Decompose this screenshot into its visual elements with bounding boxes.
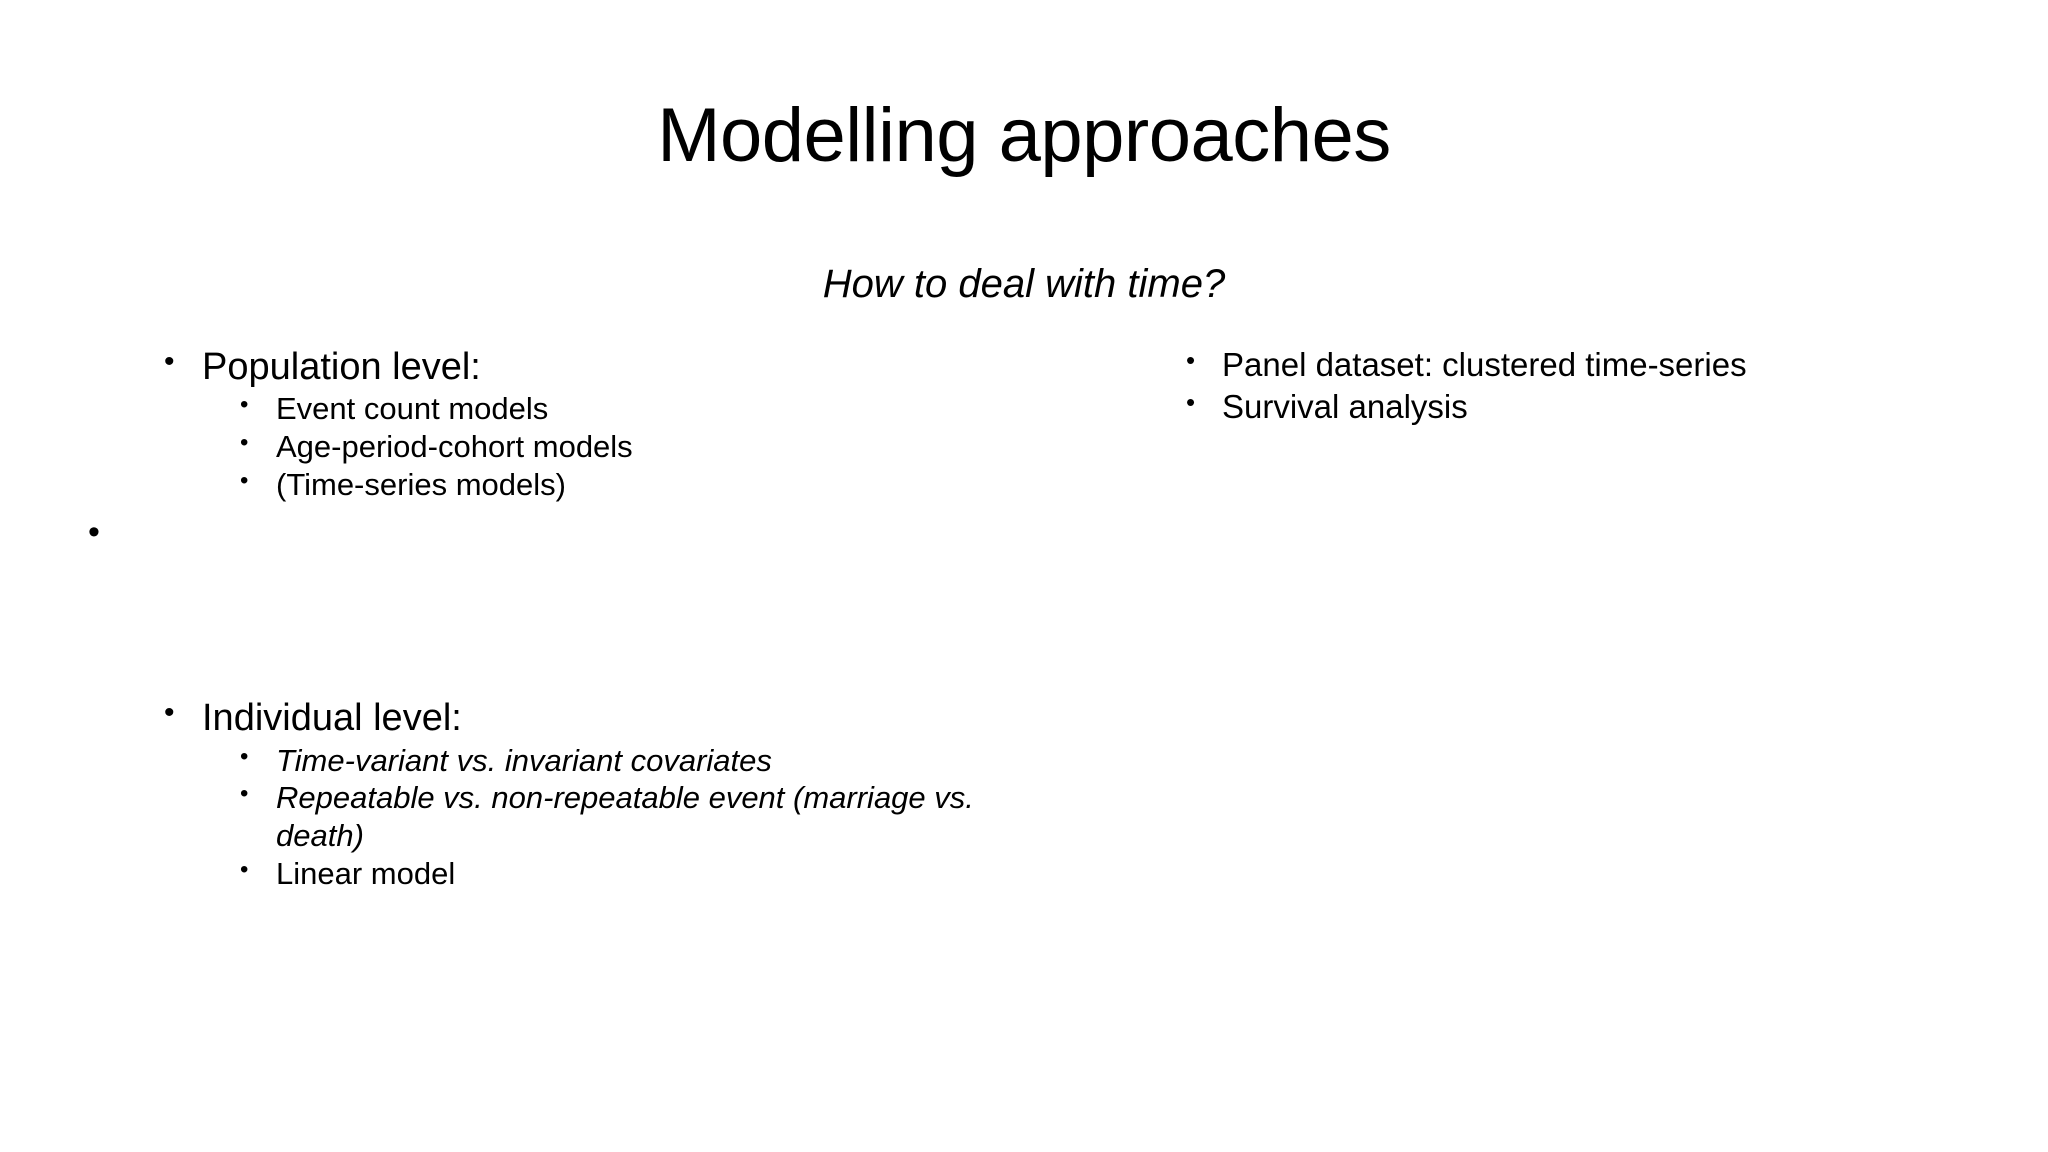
bullet-text: Event count models — [276, 391, 549, 427]
bullet-time-series-models: • (Time-series models) — [88, 466, 1028, 504]
bullet-marker-icon: • — [240, 466, 249, 494]
bullet-marker-icon: • — [164, 345, 175, 378]
bullet-empty-placeholder: • — [88, 512, 1028, 553]
bullet-marker-icon: • — [240, 391, 249, 419]
slide-title: Modelling approaches — [657, 93, 1391, 178]
bullet-event-count-models: • Event count models — [88, 390, 1028, 428]
bullet-text: (Time-series models) — [276, 466, 566, 502]
bullet-time-variant-covariates: • Time-variant vs. invariant covariates — [88, 742, 1028, 780]
bullet-text: Age-period-cohort models — [276, 429, 633, 465]
bullet-text: Time-variant vs. invariant covariates — [276, 742, 772, 778]
bullet-marker-icon: • — [240, 856, 249, 884]
bullet-age-period-cohort-models: • Age-period-cohort models — [88, 428, 1028, 466]
bullet-marker-icon: • — [240, 742, 249, 770]
bullet-marker-icon: • — [240, 780, 249, 808]
bullet-text: Individual level: — [202, 697, 462, 740]
bullet-text: Panel dataset: clustered time-series — [1222, 346, 1747, 383]
left-content-column: • Population level: • Event count models… — [88, 344, 1028, 893]
bullet-individual-level: • Individual level: — [88, 695, 1028, 741]
bullet-panel-dataset: • Panel dataset: clustered time-series — [1150, 344, 2010, 386]
bullet-marker-icon: • — [88, 512, 100, 551]
slide-subtitle: How to deal with time? — [822, 262, 1226, 306]
bullet-linear-model: • Linear model — [88, 855, 1028, 893]
spacer — [88, 504, 1028, 512]
bullet-text: Linear model — [276, 856, 456, 892]
bullet-text: Population level: — [202, 346, 481, 388]
bullet-marker-icon: • — [1186, 345, 1196, 375]
bullet-marker-icon: • — [164, 696, 175, 730]
bullet-population-level: • Population level: — [88, 344, 1028, 390]
spacer — [88, 553, 1028, 695]
bullet-text: Survival analysis — [1222, 387, 1468, 425]
bullet-marker-icon: • — [1186, 386, 1196, 417]
right-content-column: • Panel dataset: clustered time-series •… — [1150, 344, 2010, 427]
bullet-marker-icon: • — [240, 429, 249, 457]
bullet-text: Repeatable vs. non-repeatable event (mar… — [276, 780, 974, 854]
bullet-repeatable-event: • Repeatable vs. non-repeatable event (m… — [88, 779, 1028, 855]
bullet-survival-analysis: • Survival analysis — [1150, 386, 2010, 428]
bullet-text — [130, 512, 1028, 513]
